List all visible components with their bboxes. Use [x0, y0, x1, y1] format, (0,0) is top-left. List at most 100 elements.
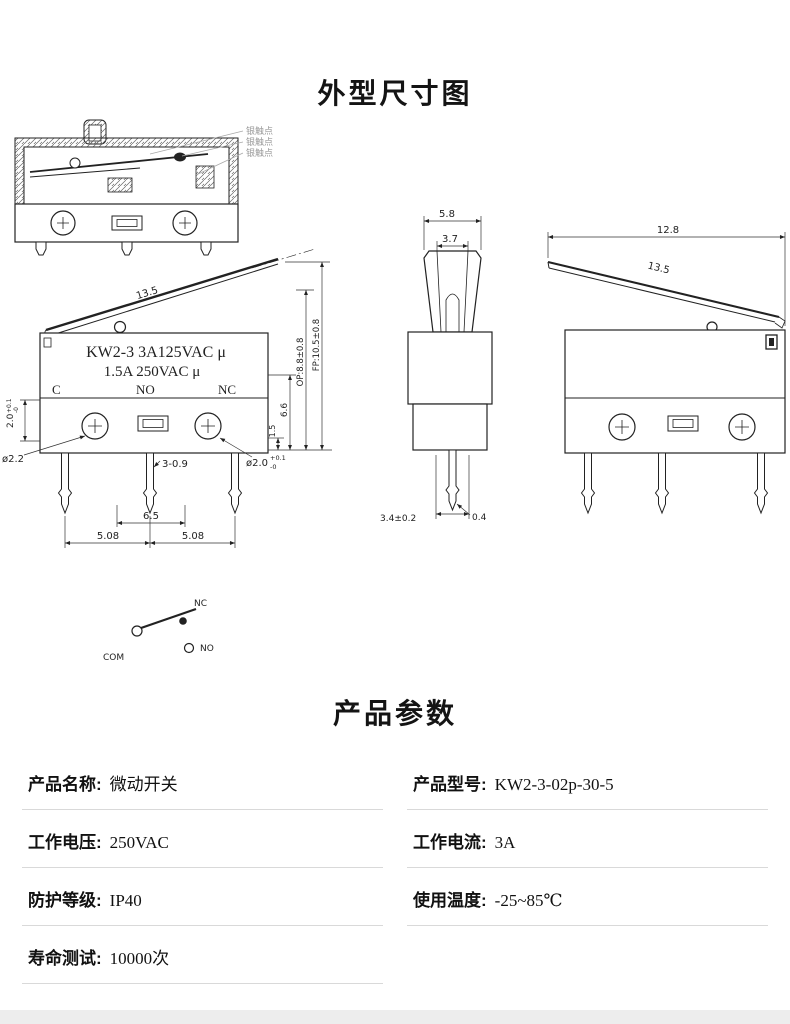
dim-hole-right: ø2.0 [246, 458, 268, 469]
dim-body-width: 12.8 [657, 225, 679, 236]
plunger-pin-dome [445, 293, 460, 333]
terminal-label-no: NO [136, 382, 155, 397]
lever-centerline [251, 248, 316, 269]
circuit-label-nc: NC [194, 599, 207, 609]
lever-tip [547, 261, 550, 269]
page-bottom-strip [0, 1010, 790, 1024]
cross-section-view: 银触点 银触点 银触点 [14, 119, 273, 256]
product-params-table: 产品名称: 微动开关 产品型号: KW2-3-02p-30-5 工作电压: 25… [22, 752, 768, 984]
terminal-label-c: C [52, 382, 61, 397]
param-label: 工作电压: [28, 833, 102, 852]
front-view: 13.5 KW2-3 3A125VAC μ 1.5A 250VAC μ C NO… [2, 248, 332, 548]
dim-plunger-width: 3.7 [442, 234, 458, 245]
dim-height-tol-lower: -0 [13, 407, 20, 413]
dim-hole-left: ø2.2 [2, 454, 24, 465]
corner-slot [43, 337, 52, 348]
plunger-inner-lines [436, 250, 469, 333]
param-label: 产品名称: [28, 775, 102, 794]
center-slot [667, 415, 699, 432]
actuator-dome [69, 157, 81, 169]
lever-dimple [113, 320, 127, 334]
dimension-drawing-title: 外型尺寸图 [317, 78, 473, 109]
silver-contact-blob [174, 152, 186, 162]
hole-cross [88, 419, 102, 433]
height-dim-with-tolerance: 2.0 +0.1 -0 [6, 398, 20, 428]
product-params-title: 产品参数 [332, 698, 457, 729]
body-lower [412, 403, 488, 451]
terminal-pin [445, 449, 460, 512]
hole-cross [615, 420, 629, 434]
terminal-pins [580, 452, 769, 515]
param-value: 10000次 [109, 949, 170, 968]
fixed-contact-block [195, 165, 215, 189]
spring-leaf-lower [29, 167, 141, 178]
param-value: 250VAC [109, 833, 169, 852]
side-view: 5.8 3.7 3.4±0.2 0.4 [380, 209, 493, 524]
dim-op: OP:8.8±0.8 [296, 338, 306, 387]
right-side-view: 12.8 13.5 [547, 225, 786, 515]
terminal-slot [765, 334, 778, 350]
dim-lever-length: 13.5 [646, 261, 670, 277]
hole-cross [57, 217, 69, 229]
hole-cross [201, 419, 215, 433]
support-block [107, 177, 133, 193]
circuit-label-com: COM [103, 653, 124, 663]
center-slot-inner [672, 419, 694, 428]
param-cell-current: 工作电流: 3A [407, 810, 768, 868]
dim-pitch-left: 5.08 [97, 531, 119, 542]
param-label: 产品型号: [413, 775, 487, 794]
param-label: 防护等级: [28, 891, 102, 910]
marking-line-1: KW2-3 3A125VAC μ [86, 344, 226, 361]
dim-bottom-width: 3.4±0.2 [380, 514, 416, 524]
contact-leader-lines [149, 130, 244, 176]
dimension-drawing: 银触点 银触点 银触点 13.5 KW2-3 3A125VAC μ 1.5A 2… [2, 119, 786, 663]
dim-1-5: 1.5 [268, 425, 277, 438]
circuit-lever [140, 607, 197, 630]
param-cell-blank [407, 926, 768, 984]
dimension-lines [547, 232, 786, 326]
terminal-label-nc: NC [218, 382, 236, 397]
center-slot [111, 215, 143, 231]
switch-body [39, 332, 269, 454]
param-cell-voltage: 工作电压: 250VAC [22, 810, 383, 868]
center-slot-inner [116, 219, 138, 227]
param-cell-product-name: 产品名称: 微动开关 [22, 752, 383, 810]
circuit-label-no: NO [200, 644, 214, 654]
dim-pin-width: 3-0.9 [162, 459, 188, 470]
center-slot-inner [142, 419, 164, 428]
no-contact [183, 642, 195, 654]
param-value: -25~85℃ [494, 891, 563, 910]
hole-cross [179, 217, 191, 229]
lever-underside [51, 263, 279, 336]
dim-pitch-right: 5.08 [182, 531, 204, 542]
terminal-pins [35, 241, 212, 256]
dim-hole-right-tol-upper: +0.1 [270, 454, 286, 462]
dim-height-tol-upper: +0.1 [6, 398, 13, 413]
dim-fp: FP:10.5±0.8 [312, 319, 322, 371]
dimension-lines [423, 216, 482, 519]
param-row: 工作电压: 250VAC 工作电流: 3A [22, 810, 768, 868]
param-value: KW2-3-02p-30-5 [494, 775, 614, 794]
param-label: 工作电流: [413, 833, 487, 852]
param-label: 使用温度: [413, 891, 487, 910]
param-row: 防护等级: IP40 使用温度: -25~85℃ [22, 868, 768, 926]
silver-contact-label: 银触点 [246, 125, 273, 137]
lever [547, 261, 780, 318]
lever [45, 257, 279, 332]
silver-contact-label: 银触点 [246, 136, 273, 148]
hole-cross [735, 420, 749, 434]
param-cell-model: 产品型号: KW2-3-02p-30-5 [407, 752, 768, 810]
dim-hole-right-tol-lower: -0 [270, 463, 276, 471]
terminal-slot-inner [769, 338, 774, 346]
dim-top-width: 5.8 [439, 209, 455, 220]
com-terminal [131, 625, 143, 637]
param-value: 3A [494, 833, 516, 852]
dim-height: 2.0 [6, 413, 16, 428]
dim-pitch-inner: 6.5 [143, 511, 159, 522]
param-value: 微动开关 [109, 775, 178, 794]
nc-contact [179, 617, 187, 625]
param-cell-lifetime: 寿命测试: 10000次 [22, 926, 383, 984]
param-cell-temperature: 使用温度: -25~85℃ [407, 868, 768, 926]
circuit-diagram: NC NO COM [103, 599, 214, 663]
base-body [14, 203, 239, 243]
